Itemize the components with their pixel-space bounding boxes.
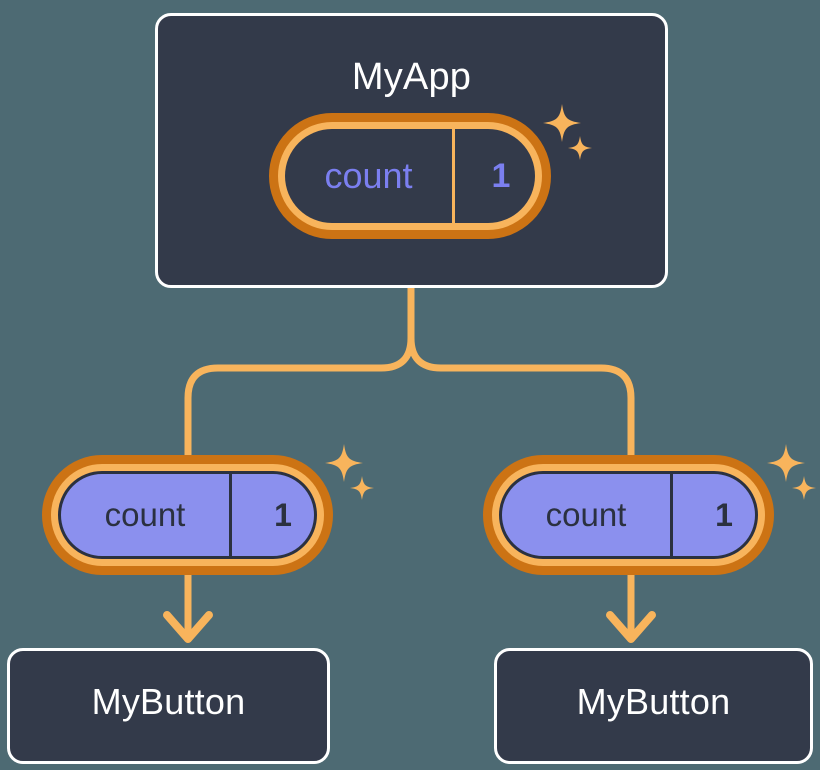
state-value-label: 1 <box>491 156 511 195</box>
state-pill-inner: count 1 <box>499 471 758 559</box>
connector-tree-branch-right <box>407 284 635 459</box>
state-value-label: 1 <box>274 496 292 533</box>
connector-tree-branch <box>184 284 415 459</box>
arrow-head-icon-right <box>606 611 656 643</box>
node-mybutton-left[interactable]: MyButton <box>7 648 330 764</box>
state-pill-inner: count 1 <box>58 471 317 559</box>
state-key-label: count <box>61 474 232 556</box>
sparkle-icon <box>767 444 805 482</box>
state-key-label: count <box>285 129 455 223</box>
state-pill-myapp[interactable]: count 1 <box>269 113 551 239</box>
node-mybutton-right-title: MyButton <box>576 681 731 722</box>
node-myapp-title: MyApp <box>351 56 472 98</box>
sparkle-icon-small <box>350 476 374 500</box>
state-value-label: 1 <box>715 496 733 533</box>
node-mybutton-right[interactable]: MyButton <box>494 648 813 764</box>
sparkle-icon <box>325 444 363 482</box>
state-key-label: count <box>502 474 673 556</box>
state-pill-child-left[interactable]: count 1 <box>42 455 333 575</box>
state-pill-inner: count 1 <box>285 129 535 223</box>
sparkle-icon-small <box>792 476 816 500</box>
state-pill-child-right[interactable]: count 1 <box>483 455 774 575</box>
node-mybutton-left-title: MyButton <box>91 681 246 722</box>
arrow-head-icon <box>163 611 213 643</box>
